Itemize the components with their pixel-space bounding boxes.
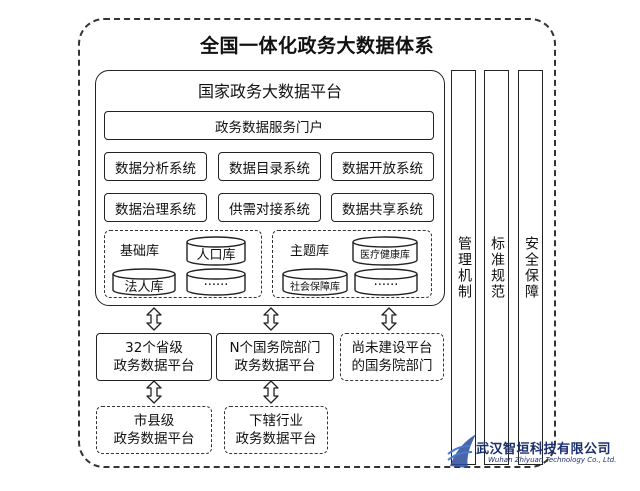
topic-database-label: 主题库 xyxy=(290,244,330,259)
topic-more-label: ...... xyxy=(373,274,399,289)
cylinder-icon xyxy=(186,268,246,296)
arrow-platform-provincial xyxy=(146,307,162,331)
side-column-management-text: 管理机制 xyxy=(456,235,472,300)
system-data-catalog: 数据目录系统 xyxy=(218,152,321,181)
state-council-line-1: N个国务院部门 xyxy=(229,340,321,356)
company-logo-icon xyxy=(447,434,476,468)
unbuilt-line-1: 尚未建设平台 xyxy=(351,340,433,356)
social-security-db-label: 社会保障库 xyxy=(290,282,340,293)
outer-system-frame xyxy=(78,18,556,468)
system-data-sharing: 数据共享系统 xyxy=(331,193,434,222)
city-county-platform-box: 市县级 政务数据平台 xyxy=(96,406,212,454)
provincial-line-1: 32个省级 xyxy=(125,340,183,356)
population-db-label: 人口库 xyxy=(196,248,236,263)
topic-database-group xyxy=(272,230,432,298)
arrow-provincial-city xyxy=(146,380,162,404)
legal-entity-db-cylinder: 法人库 xyxy=(112,268,176,296)
unbuilt-departments-box: 尚未建设平台 的国务院部门 xyxy=(340,333,444,381)
arrow-state-council-industry xyxy=(263,380,279,404)
data-service-portal: 政务数据服务门户 xyxy=(104,111,434,140)
watermark-company-en: Wuhan Zhiyuan Technology Co., Ltd. xyxy=(488,456,617,464)
state-council-platform-box: N个国务院部门 政务数据平台 xyxy=(216,333,334,381)
national-platform-title: 国家政务大数据平台 xyxy=(197,82,342,101)
topic-more-db-cylinder: ...... xyxy=(354,268,418,296)
legal-entity-db-label: 法人库 xyxy=(124,280,164,295)
cylinder-icon xyxy=(112,268,176,296)
city-county-line-2: 政务数据平台 xyxy=(113,431,195,447)
cylinder-icon xyxy=(354,268,418,296)
base-database-group xyxy=(104,230,262,298)
system-supply-demand: 供需对接系统 xyxy=(218,193,321,222)
side-column-standards: 标准规范 xyxy=(484,70,509,465)
base-more-label: ...... xyxy=(203,274,229,289)
industry-platform-box: 下辖行业 政务数据平台 xyxy=(224,406,328,454)
cylinder-icon xyxy=(186,236,246,266)
arrow-platform-state-council xyxy=(263,307,279,331)
provincial-platform-box: 32个省级 政务数据平台 xyxy=(96,333,212,381)
unbuilt-line-2: 的国务院部门 xyxy=(351,358,433,374)
medical-db-cylinder: 医疗健康库 xyxy=(352,236,418,266)
system-data-governance: 数据治理系统 xyxy=(104,193,207,222)
national-platform-frame xyxy=(95,70,445,306)
industry-line-1: 下辖行业 xyxy=(249,413,303,429)
side-column-security-text: 安全保障 xyxy=(523,235,539,300)
medical-db-label: 医疗健康库 xyxy=(360,250,410,261)
base-more-db-cylinder: ...... xyxy=(186,268,246,296)
diagram-title: 全国一体化政务大数据体系 xyxy=(199,35,434,57)
population-db-cylinder: 人口库 xyxy=(186,236,246,266)
city-county-line-1: 市县级 xyxy=(133,413,175,429)
arrow-platform-unbuilt xyxy=(381,307,397,331)
watermark-company-cn: 武汉智垣科技有限公司 xyxy=(476,442,612,457)
base-database-label: 基础库 xyxy=(120,244,160,259)
cylinder-icon xyxy=(352,236,418,266)
system-data-open: 数据开放系统 xyxy=(331,152,434,181)
side-column-security: 安全保障 xyxy=(518,70,543,465)
state-council-line-2: 政务数据平台 xyxy=(234,358,316,374)
system-data-analysis: 数据分析系统 xyxy=(104,152,207,181)
industry-line-2: 政务数据平台 xyxy=(235,431,317,447)
side-column-standards-text: 标准规范 xyxy=(489,235,505,300)
cylinder-icon xyxy=(282,268,348,296)
social-security-db-cylinder: 社会保障库 xyxy=(282,268,348,296)
provincial-line-2: 政务数据平台 xyxy=(113,358,195,374)
